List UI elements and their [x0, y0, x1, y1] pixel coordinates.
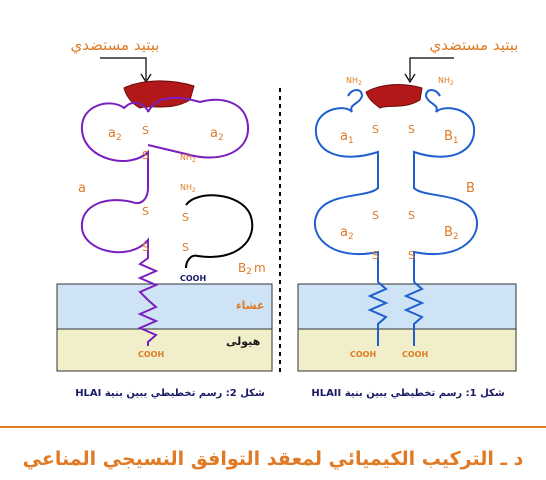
- cytoplasm-band: [297, 328, 517, 372]
- disulfide-s: S: [142, 241, 149, 254]
- membrane-band: [297, 283, 517, 330]
- antigen-peptide: [365, 84, 423, 109]
- peptide-arrow: [100, 57, 147, 80]
- disulfide-s: S: [408, 209, 415, 222]
- nh2-label: NH2: [438, 76, 454, 87]
- cytoplasm-label: هيولى: [226, 335, 260, 348]
- disulfide-s: S: [142, 149, 149, 162]
- domain-a1-label: a1: [340, 129, 354, 146]
- domain-a2-left-label: a2: [108, 126, 122, 143]
- hla-class-i-figure: ببتيد مستضدي a2 a2 a S S S S S S NH2 NH2…: [56, 36, 273, 399]
- antigen-peptide: [123, 80, 195, 109]
- disulfide-s: S: [372, 249, 379, 262]
- cooh-label: COOH: [402, 350, 428, 359]
- antigen-peptide-label: ببتيد مستضدي: [430, 36, 519, 55]
- nh2-label: NH2: [180, 153, 196, 164]
- figure-1-caption: شكل 1: رسم تخطيطي يبين بنية HLAII: [311, 388, 505, 399]
- beta-chain-class-ii: [413, 89, 479, 282]
- alpha-chain-label: a: [78, 181, 86, 196]
- footer-rule: [0, 426, 546, 428]
- cooh-label: COOH: [138, 350, 164, 359]
- cooh-label: COOH: [350, 350, 376, 359]
- alpha-chain-tail: [367, 281, 389, 346]
- disulfide-s: S: [182, 211, 189, 224]
- disulfide-s: S: [408, 249, 415, 262]
- nh2-label: NH2: [346, 76, 362, 87]
- alpha-chain: [80, 96, 250, 301]
- disulfide-s: S: [372, 123, 379, 136]
- disulfide-s: S: [142, 124, 149, 137]
- peptide-arrow: [409, 57, 454, 80]
- disulfide-s: S: [408, 123, 415, 136]
- peptide-arrow-head: [404, 73, 416, 84]
- beta2m-chain: [185, 194, 254, 269]
- disulfide-s: S: [142, 205, 149, 218]
- disulfide-s: S: [372, 209, 379, 222]
- domain-a2-label: a2: [340, 225, 354, 242]
- figure-2-caption: شكل 2: رسم تخطيطي يبين بنية HLAI: [75, 388, 265, 399]
- cooh-label: COOH: [180, 274, 206, 283]
- footer-title: د ـ التركيب الكيميائي لمعقد التوافق النس…: [22, 448, 524, 470]
- disulfide-s: S: [182, 241, 189, 254]
- domain-a2-right-label: a2: [210, 126, 224, 143]
- domain-b1-label: B1: [444, 129, 459, 146]
- alpha-chain-class-ii: [313, 89, 379, 282]
- nh2-label: NH2: [180, 183, 196, 194]
- beta-chain-label: B: [466, 181, 475, 196]
- hla-class-ii-figure: ببتيد مستضدي NH2 NH2 a1 B1 a2 B2 B S S S…: [297, 36, 519, 399]
- antigen-peptide-label: ببتيد مستضدي: [71, 36, 160, 55]
- beta-chain-tail: [403, 281, 425, 346]
- membrane-label: غشاء: [236, 299, 264, 312]
- membrane-band: [56, 283, 273, 330]
- cytoplasm-band: [56, 328, 273, 372]
- alpha-chain-tail: [137, 299, 159, 346]
- domain-b2-label: B2: [444, 225, 459, 242]
